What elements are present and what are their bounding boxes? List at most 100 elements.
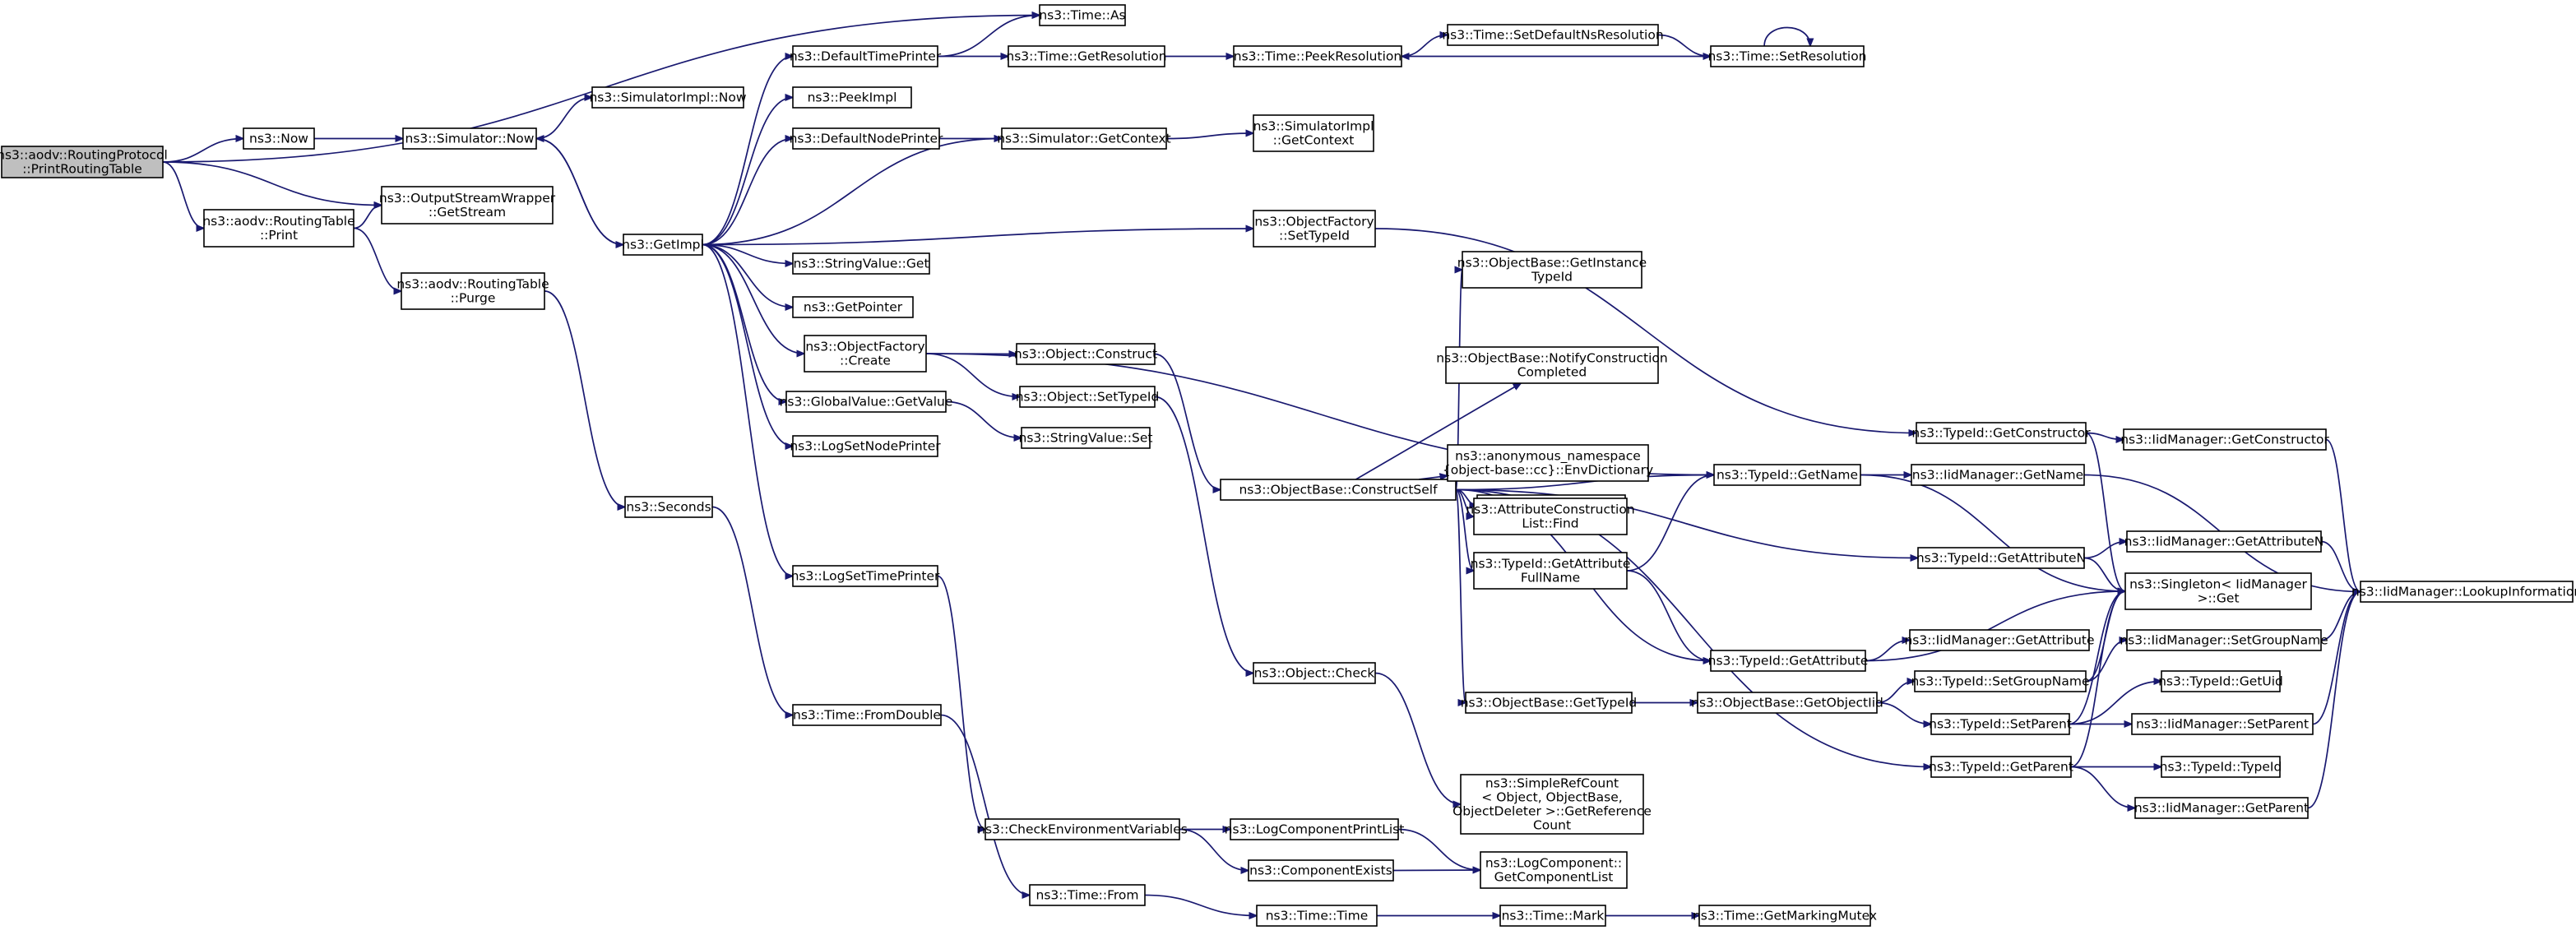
graph-node-timeas[interactable]: ns3::Time::As	[1039, 4, 1126, 26]
node-label: GetComponentList	[1494, 870, 1614, 885]
graph-node-tidgetctor[interactable]: ns3::TypeId::GetConstructor	[1911, 422, 2091, 444]
graph-node-now[interactable]: ns3::Now	[243, 127, 315, 150]
graph-node-lcgcl[interactable]: ns3::LogComponent::GetComponentList	[1480, 851, 1628, 889]
graph-node-deftp[interactable]: ns3::DefaultTimePrinter	[790, 45, 942, 67]
graph-node-tidgetname[interactable]: ns3::TypeId::GetName	[1713, 464, 1861, 486]
graph-node-simctx[interactable]: ns3::Simulator::GetContext	[997, 127, 1171, 150]
graph-node-setres[interactable]: ns3::Time::SetResolution	[1707, 45, 1867, 67]
graph-node-simimplnow[interactable]: ns3::SimulatorImpl::Now	[589, 86, 747, 109]
graph-node-tidgetparent[interactable]: ns3::TypeId::GetParent	[1929, 756, 2073, 778]
graph-node-root[interactable]: ns3::aodv::RoutingProtocol::PrintRouting…	[0, 146, 168, 178]
edge-path	[702, 139, 1002, 246]
node-label: ns3::Object::Construct	[1014, 347, 1157, 362]
edge-path	[1165, 133, 1253, 140]
edge-path	[2069, 591, 2125, 725]
graph-node-strset[interactable]: ns3::StringValue::Set	[1019, 427, 1153, 449]
graph-node-simnow[interactable]: ns3::Simulator::Now	[402, 127, 537, 150]
graph-node-getmm[interactable]: ns3::Time::GetMarkingMutex	[1693, 905, 1877, 927]
node-label: ::GetStream	[429, 205, 506, 220]
graph-node-tidgetattr[interactable]: ns3::TypeId::GetAttribute	[1708, 650, 1869, 672]
graph-node-timefrom[interactable]: ns3::Time::From	[1029, 884, 1146, 906]
graph-node-oswget[interactable]: ns3::OutputStreamWrapper::GetStream	[379, 186, 556, 224]
graph-node-objsettid[interactable]: ns3::Object::SetTypeId	[1016, 386, 1160, 408]
node-label: ns3::Singleton< IidManager	[2129, 577, 2307, 592]
node-box	[1233, 45, 1402, 67]
graph-node-imgetattrn[interactable]: ns3::IidManager::GetAttributeN	[2124, 530, 2324, 553]
node-box	[2360, 581, 2574, 603]
edge-objcheck-to-srcget	[1374, 672, 1461, 805]
graph-node-gvget[interactable]: ns3::GlobalValue::GetValue	[780, 391, 953, 413]
edge-purge-to-seconds	[544, 290, 625, 507]
graph-node-ofsettid[interactable]: ns3::ObjectFactory::SetTypeId	[1253, 210, 1376, 248]
graph-node-imgetctor[interactable]: ns3::IidManager::GetConstructor	[2120, 428, 2329, 451]
node-label: ns3::ComponentExists	[1249, 863, 1392, 878]
node-label: ns3::Time::From	[1036, 888, 1139, 903]
graph-node-imgetattr[interactable]: ns3::IidManager::GetAttribute	[1904, 629, 2095, 651]
graph-node-srcget[interactable]: ns3::SimpleRefCount< Object, ObjectBase,…	[1452, 774, 1652, 835]
edge-root-to-rtprint	[162, 161, 204, 229]
graph-node-compexists[interactable]: ns3::ComponentExists	[1248, 859, 1394, 882]
graph-node-imsetgn[interactable]: ns3::IidManager::SetGroupName	[2120, 629, 2328, 651]
graph-node-timemark[interactable]: ns3::Time::Mark	[1499, 905, 1606, 927]
graph-node-tidtypeid[interactable]: ns3::TypeId::TypeId	[2160, 756, 2282, 778]
graph-node-checkenv[interactable]: ns3::CheckEnvironmentVariables	[977, 818, 1188, 840]
graph-node-tidsetparent[interactable]: ns3::TypeId::SetParent	[1929, 713, 2072, 735]
node-label: ns3::TypeId::GetUid	[2158, 674, 2283, 689]
graph-node-logtp[interactable]: ns3::LogSetTimePrinter	[791, 565, 940, 587]
graph-node-tidgetattrn[interactable]: ns3::TypeId::GetAttributeN	[1916, 547, 2086, 569]
node-box	[1713, 464, 1861, 486]
node-box	[1253, 662, 1376, 684]
graph-node-envdict[interactable]: ns3::anonymous_namespace{object-base::cc…	[1443, 444, 1653, 482]
node-label: < Object, ObjectBase,	[1481, 790, 1622, 805]
node-box	[1914, 670, 2087, 692]
graph-node-getptr[interactable]: ns3::GetPointer	[792, 296, 914, 318]
node-box	[1460, 774, 1644, 835]
edge-path	[937, 575, 985, 830]
node-label: ns3::Time::SetDefaultNsResolution	[1442, 28, 1663, 43]
graph-node-imsetparent[interactable]: ns3::IidManager::SetParent	[2131, 713, 2314, 735]
graph-node-objcheck[interactable]: ns3::Object::Check	[1253, 662, 1376, 684]
graph-node-singget[interactable]: ns3::Singleton< IidManager>::Get	[2124, 572, 2312, 610]
graph-node-tidsetgn[interactable]: ns3::TypeId::SetGroupName	[1911, 670, 2090, 692]
graph-node-obcs[interactable]: ns3::ObjectBase::ConstructSelf	[1220, 479, 1457, 501]
edge-getimpl-to-lognp	[702, 243, 793, 447]
graph-node-obgettid[interactable]: ns3::ObjectBase::GetTypeId	[1461, 692, 1638, 714]
graph-node-timetime[interactable]: ns3::Time::Time	[1256, 905, 1378, 927]
node-label: ns3::LogSetNodePrinter	[790, 439, 941, 454]
edge-tidsetparent-to-singget	[2069, 591, 2125, 725]
graph-node-imlookup[interactable]: ns3::IidManager::LookupInformation	[2351, 581, 2576, 603]
node-box	[2124, 572, 2312, 610]
node-box	[1698, 905, 1871, 927]
graph-node-logcpl[interactable]: ns3::LogComponentPrintList	[1225, 818, 1405, 840]
graph-node-obgetoiid[interactable]: ns3::ObjectBase::GetObjectIid	[1691, 692, 1883, 714]
node-label: ns3::Seconds	[626, 500, 711, 515]
graph-node-purge[interactable]: ns3::aodv::RoutingTable::Purge	[396, 272, 549, 310]
graph-node-rtprint[interactable]: ns3::aodv::RoutingTable::Print	[202, 209, 355, 248]
graph-node-peekimpl[interactable]: ns3::PeekImpl	[792, 86, 912, 109]
node-label: ns3::Time::SetResolution	[1707, 49, 1866, 64]
node-box	[2134, 797, 2309, 819]
graph-node-lognp[interactable]: ns3::LogSetNodePrinter	[790, 435, 941, 457]
graph-node-simimplctx[interactable]: ns3::SimulatorImpl::GetContext	[1253, 114, 1374, 152]
node-box	[1462, 251, 1642, 289]
graph-node-peekres[interactable]: ns3::Time::PeekResolution	[1233, 45, 1402, 67]
graph-node-strget[interactable]: ns3::StringValue::Get	[792, 252, 930, 275]
edge-fromdouble-to-timefrom	[940, 714, 1030, 896]
graph-node-objconstruct[interactable]: ns3::Object::Construct	[1014, 343, 1157, 365]
graph-node-getimpl[interactable]: ns3::GetImpl	[622, 234, 704, 256]
edge-path	[702, 243, 793, 447]
edge-path	[162, 161, 204, 229]
graph-node-seconds[interactable]: ns3::Seconds	[624, 496, 713, 518]
graph-node-obncc[interactable]: ns3::ObjectBase::NotifyConstructionCompl…	[1436, 346, 1668, 384]
graph-node-imgetparent[interactable]: ns3::IidManager::GetParent	[2134, 797, 2309, 819]
graph-node-defnp[interactable]: ns3::DefaultNodePrinter	[790, 127, 943, 150]
graph-node-tidgetuid[interactable]: ns3::TypeId::GetUid	[2158, 670, 2283, 692]
graph-node-fromdouble[interactable]: ns3::Time::FromDouble	[792, 704, 942, 726]
graph-node-imgetname[interactable]: ns3::IidManager::GetName	[1911, 464, 2085, 486]
graph-node-ofcreate[interactable]: ns3::ObjectFactory::Create	[804, 335, 927, 373]
graph-node-setdefns[interactable]: ns3::Time::SetDefaultNsResolution	[1442, 24, 1664, 46]
graph-node-getres[interactable]: ns3::Time::GetResolution	[1006, 45, 1167, 67]
